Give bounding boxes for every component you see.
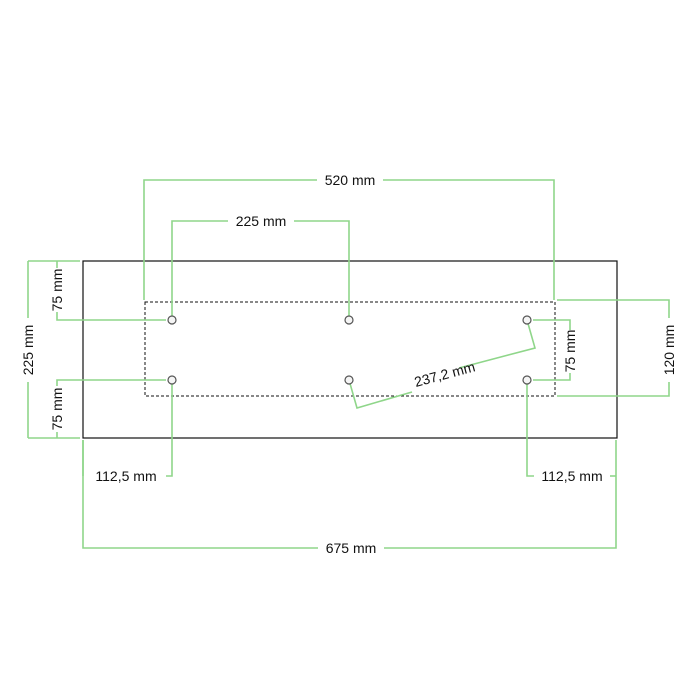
label-left-bottom-offset: 75 mm	[49, 388, 65, 431]
dim-line-75-upper-b	[56, 312, 166, 321]
label-plate-height: 225 mm	[20, 325, 36, 376]
hole-pattern-boundary	[144, 301, 556, 397]
dim-line-225-top	[171, 220, 228, 318]
dim-line-120-bottom	[557, 382, 670, 397]
hole-top-left	[167, 315, 177, 325]
dim-line-520-right	[383, 179, 555, 300]
dim-line-75-right-top	[533, 319, 571, 330]
dim-line-75-lower-a	[56, 379, 166, 386]
dim-line-520	[143, 179, 317, 300]
dim-line-112-left	[166, 380, 173, 477]
label-hole-vertical-spacing: 75 mm	[562, 330, 578, 373]
label-left-edge-offset: 112,5 mm	[95, 468, 156, 484]
dim-line-225-top-right	[294, 220, 350, 318]
hole-bottom-left	[167, 375, 177, 385]
hole-bottom-right	[522, 375, 532, 385]
label-right-edge-offset: 112,5 mm	[541, 468, 602, 484]
dim-line-675	[82, 440, 318, 549]
hole-top-right	[522, 315, 532, 325]
label-hole-pitch: 225 mm	[236, 213, 287, 229]
dim-line-diagonal-b	[348, 379, 413, 409]
mounting-holes	[167, 315, 532, 385]
label-hole-span-outer: 520 mm	[325, 172, 376, 188]
label-left-top-offset: 75 mm	[49, 269, 65, 312]
hole-bottom-center	[344, 375, 354, 385]
dim-line-120-top	[557, 299, 670, 318]
dim-line-75-right-bottom	[533, 373, 571, 381]
hole-top-center	[344, 315, 354, 325]
label-right-outer-height: 120 mm	[661, 325, 677, 376]
dim-line-diagonal	[458, 319, 536, 369]
dimension-lines	[27, 179, 670, 549]
plate-outline	[82, 260, 618, 439]
dim-line-112-right	[526, 380, 534, 477]
label-plate-width: 675 mm	[326, 540, 377, 556]
dim-line-675-right	[384, 440, 617, 549]
label-diagonal: 237,2 mm	[413, 358, 477, 390]
